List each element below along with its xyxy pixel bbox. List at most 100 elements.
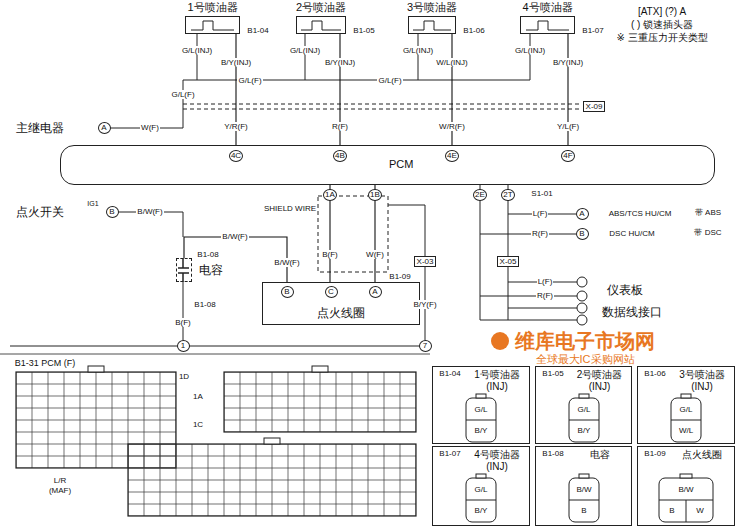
wire-label: G/L(INJ)	[289, 46, 321, 55]
connector-face	[671, 420, 701, 421]
pin-callout: 1A	[323, 189, 337, 201]
injector-symbol	[301, 21, 341, 30]
wire-label: S1-01	[530, 189, 553, 198]
wire-label: L(F)	[532, 209, 549, 218]
wire-label: B1-08	[541, 449, 564, 458]
connector-face	[569, 398, 599, 442]
wire-label: R(F)	[536, 291, 554, 300]
wire-label: 带 DSC	[693, 228, 722, 237]
pin-callout: 4C	[229, 150, 243, 162]
wire-label: B(F)	[174, 318, 192, 327]
pin-callout: B	[576, 228, 589, 240]
terminal-circle	[577, 277, 587, 287]
wire-label: R(F)	[531, 229, 549, 238]
pin-callout: 4B	[333, 150, 347, 162]
wire-label: L/R	[53, 476, 67, 485]
connector-face	[579, 474, 589, 478]
shield-wire	[183, 104, 581, 109]
wire-label: G/L(INJ)	[514, 46, 546, 55]
wire-label: G/L(INJ)	[402, 46, 434, 55]
node-text: 3号喷油器	[407, 1, 457, 14]
terminal-circle	[577, 303, 587, 313]
pin-callout: A	[369, 286, 382, 298]
wire-label: (MAF)	[48, 486, 72, 495]
shield-wire	[318, 196, 388, 272]
wire-label: W(F)	[365, 250, 385, 259]
wire	[0, 34, 577, 354]
connector-face	[569, 500, 599, 501]
wire-label: 1D	[178, 372, 190, 381]
node-text: 4号喷油器	[522, 1, 572, 14]
wire-label: W/L	[678, 426, 694, 435]
connector-face	[476, 474, 486, 478]
node-text: 点火线圈	[672, 449, 732, 461]
wire-label: W(F)	[140, 123, 160, 132]
node-text: 2号喷油器 (INJ)	[570, 369, 629, 392]
connector-face	[680, 474, 692, 478]
wire-label: B1-09	[643, 449, 666, 458]
capacitor-symbol	[178, 258, 189, 282]
injector-box: 3号喷油器	[408, 16, 456, 34]
injector-box: 2号喷油器	[296, 16, 346, 34]
connector-face	[466, 394, 713, 522]
node-text: 点火线圈	[263, 307, 419, 321]
wire-label: SHIELD WIRE	[263, 204, 317, 213]
part-name: 点火开关	[15, 206, 65, 219]
wire-label: B1-04	[246, 26, 269, 35]
node-text: 4号喷油器 (INJ)	[467, 449, 527, 472]
wire-label: G/L	[474, 485, 489, 494]
wire-connector	[184, 237, 287, 282]
connector-face	[671, 398, 701, 442]
wire-label: B	[580, 506, 587, 515]
watermark: 全球最大IC采购网站	[535, 353, 636, 365]
pin-callout: A	[98, 122, 111, 134]
wire-label: B/Y(INJ)	[552, 58, 584, 67]
pin-callout: 2E	[473, 189, 487, 201]
wire-label: ABS/TCS HU/CM	[608, 209, 673, 218]
terminal-circle	[577, 315, 587, 325]
node-text: 1号喷油器	[187, 1, 237, 14]
connector-face	[569, 478, 599, 522]
pin-callout: A	[576, 208, 589, 220]
wire-label: B/W(F)	[136, 207, 163, 216]
wire-label: 1C	[192, 420, 204, 429]
wire-label: W/R(F)	[438, 122, 466, 131]
wire-label: B1-08	[196, 250, 219, 259]
node-text: 2号喷油器	[296, 1, 346, 14]
wire-label: G/L	[474, 405, 489, 414]
connector-face	[569, 420, 599, 421]
connector-face	[466, 500, 496, 501]
connector-face	[659, 478, 713, 522]
wire-label: B/Y	[577, 426, 592, 435]
wire-label: Y/R(F)	[223, 122, 249, 131]
wire-label: B(F)	[321, 250, 339, 259]
connector-face	[476, 394, 486, 398]
wire-label: B1-31 PCM (F)	[14, 358, 77, 368]
wire-label: B/Y(INJ)	[220, 58, 252, 67]
wire-label: B/W(F)	[273, 258, 300, 267]
pin-callout: 2T	[501, 189, 514, 201]
wire-label: G/L(F)	[170, 90, 195, 99]
terminal-circle	[577, 277, 587, 325]
wire-label: B1-04	[438, 369, 461, 378]
wire-label: W/L(INJ)	[435, 58, 469, 67]
wire-label: W	[695, 506, 705, 515]
wire	[10, 346, 430, 347]
connector-code: X-03	[414, 256, 437, 267]
wire-label: B/Y	[474, 506, 489, 515]
part-name: 数据线接口	[601, 306, 663, 319]
pin-callout: 7	[419, 340, 432, 352]
pin-callout: 1	[177, 340, 190, 352]
wire-label: B1-09	[388, 272, 411, 281]
wire	[183, 282, 184, 340]
watermark: 维库电子市场网	[514, 330, 656, 352]
pcm-connector-view	[128, 444, 416, 516]
wire-label: L(F)	[537, 277, 554, 286]
wire	[110, 34, 530, 128]
wire-label: B1-06	[643, 369, 666, 378]
wire-label: R(F)	[331, 122, 349, 131]
pcm-connector-view	[88, 366, 104, 372]
wire-label: G/L(F)	[237, 76, 262, 85]
